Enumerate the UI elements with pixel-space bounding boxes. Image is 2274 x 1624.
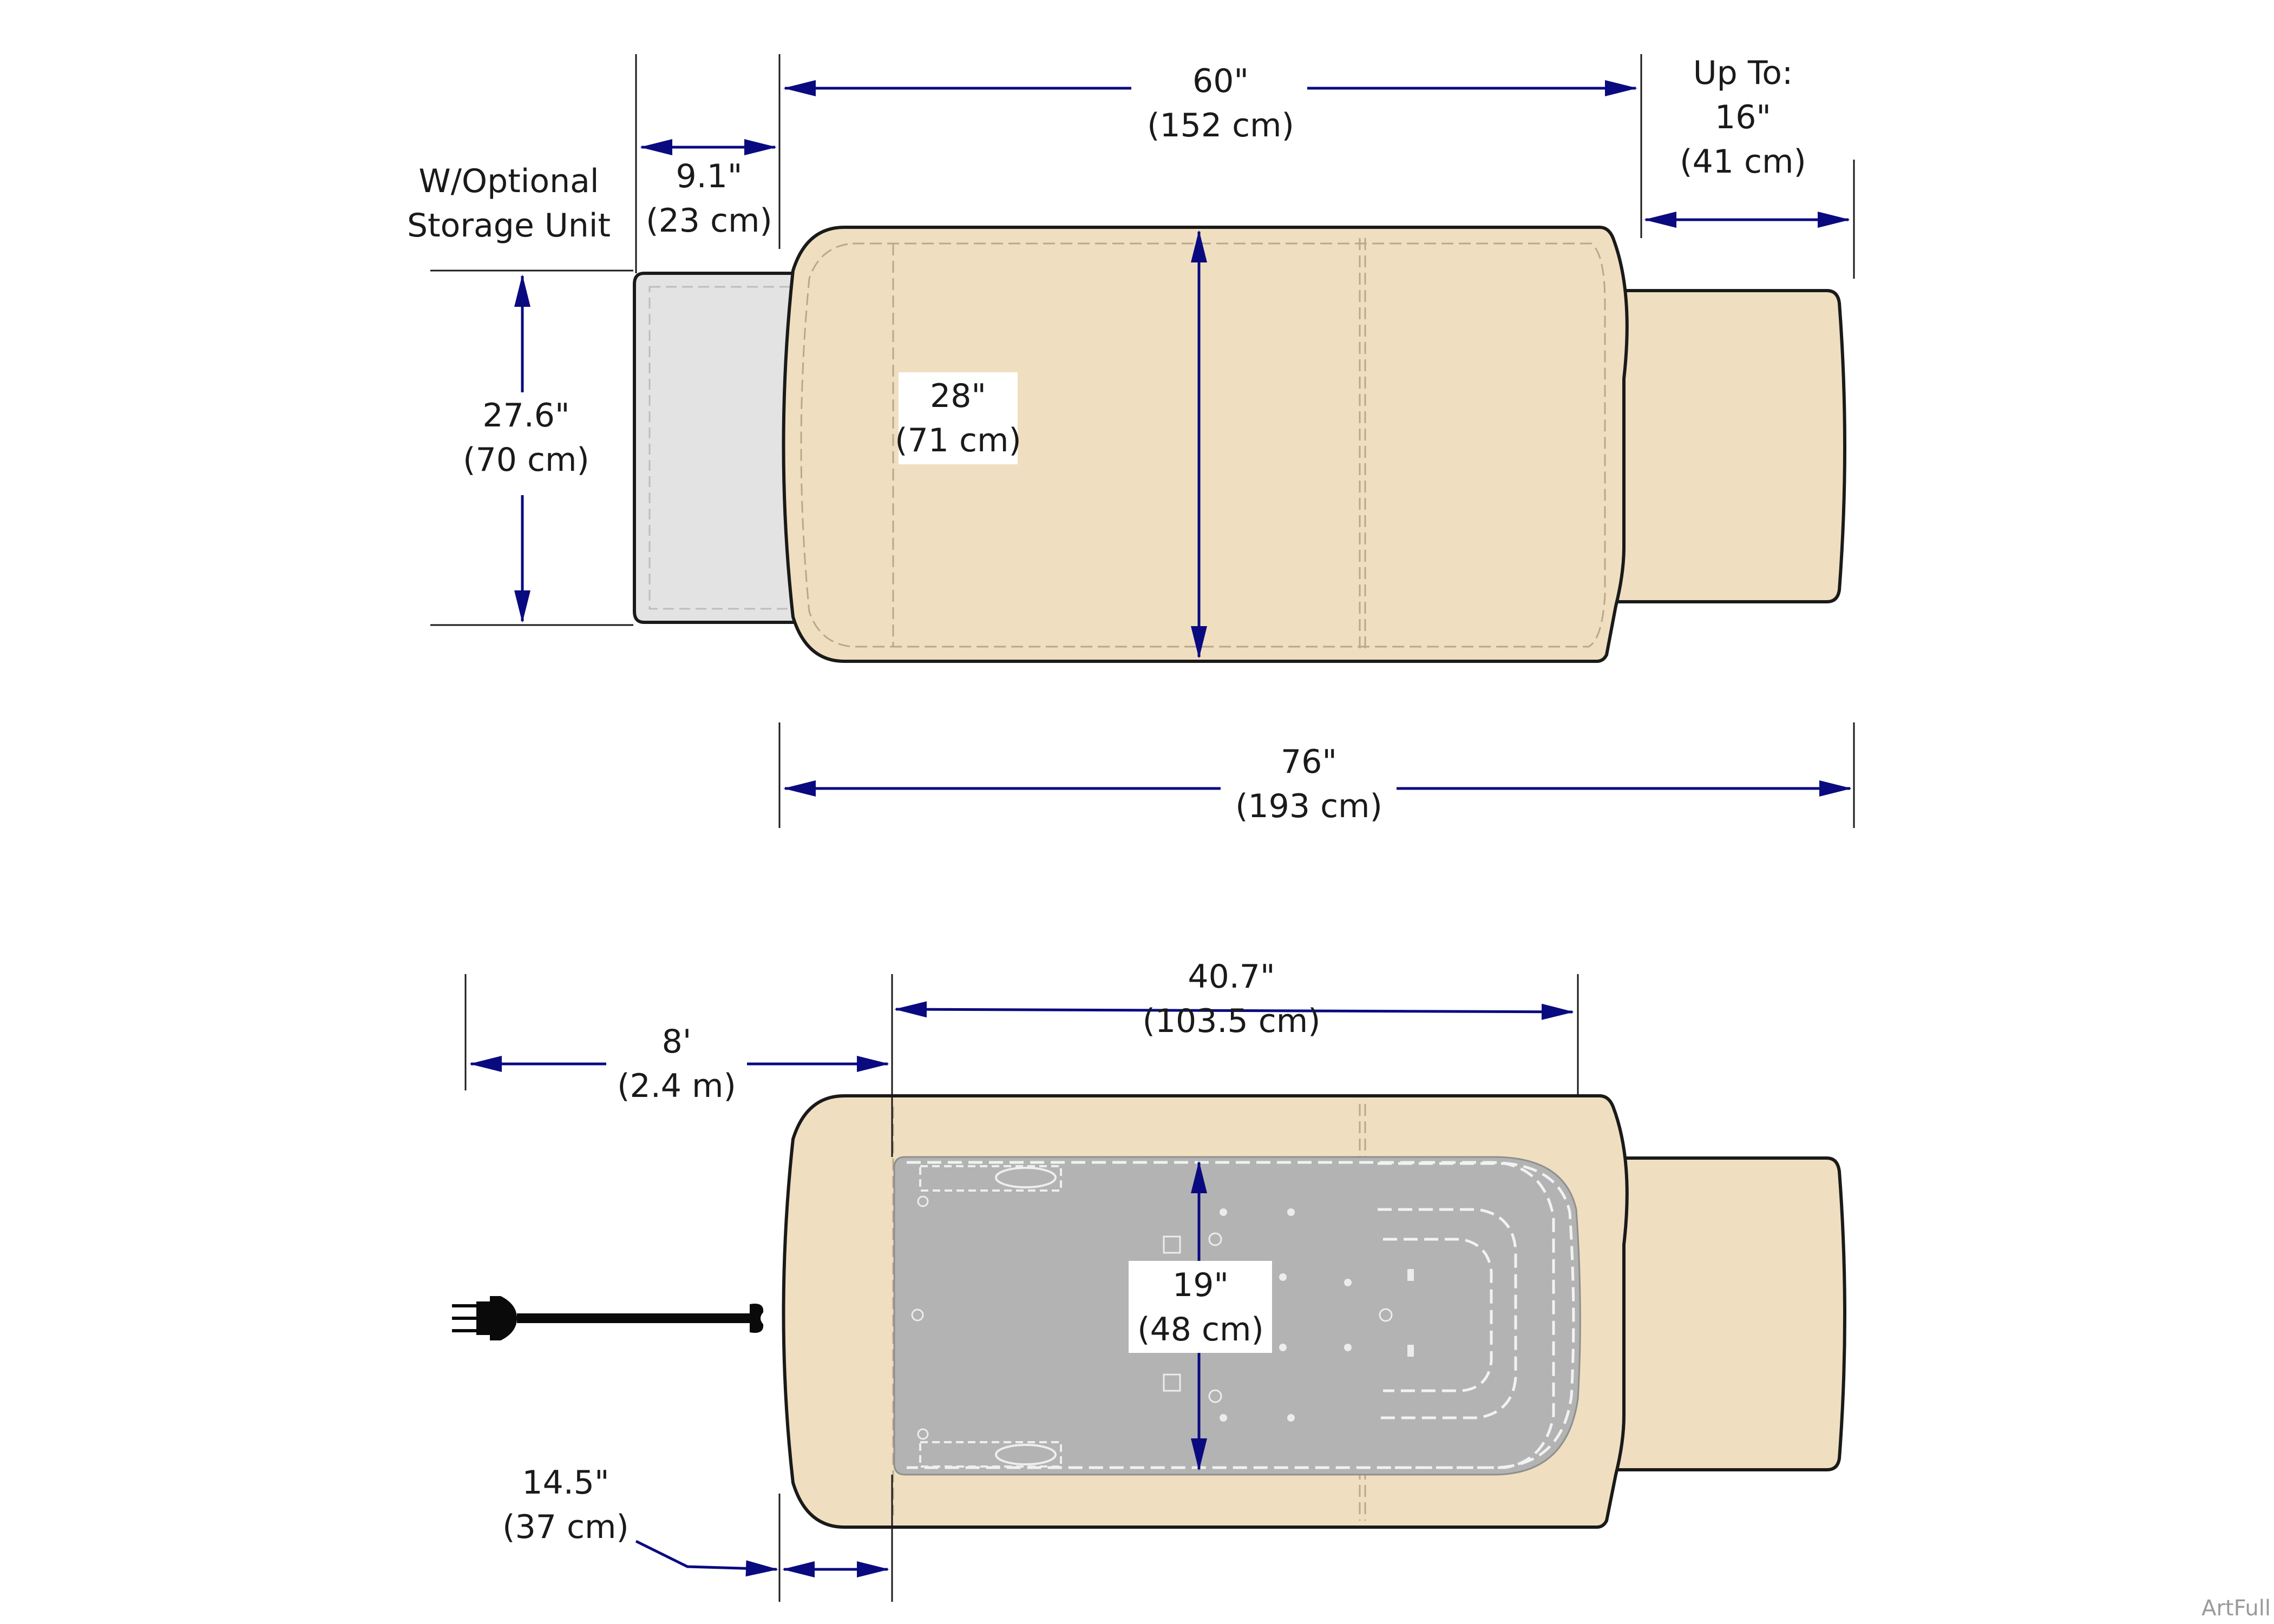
storage-unit [633, 272, 808, 624]
storage-width-in-label: 27.6" [482, 397, 569, 435]
base-length-in-label: 40.7" [1188, 958, 1275, 996]
bottom-extension-lines [464, 974, 1579, 1602]
table-width-in-label: 28" [930, 377, 986, 415]
table-width-cm-label: (71 cm) [895, 422, 1021, 459]
base-offset-leader [635, 1540, 778, 1577]
top-extension-lines [430, 54, 1855, 828]
base-length-dimension [894, 1001, 1574, 1020]
watermark: ArtFull [2201, 1596, 2271, 1621]
extension-cm-label: (41 cm) [1680, 143, 1806, 181]
base-width-cm-label: (48 cm) [1137, 1311, 1264, 1349]
storage-unit-caption-line1: W/Optional [418, 162, 599, 200]
power-plug-icon [452, 1296, 764, 1340]
storage-unit-body [633, 272, 808, 624]
base-length-cm-label: (103.5 cm) [1142, 1002, 1320, 1040]
storage-depth-cm-label: (23 cm) [646, 202, 772, 240]
top-view: 9.1" (23 cm) W/Optional Storage Unit 60"… [407, 54, 1855, 828]
overall-length-in-label: 76" [1281, 743, 1337, 781]
table-length-in-label: 60" [1192, 62, 1249, 100]
table-width-label-box [899, 372, 1018, 464]
leg-extension-bottom [1611, 1156, 1846, 1471]
table-length-cm-label: (152 cm) [1147, 107, 1294, 144]
base-offset-in-label: 14.5" [522, 1464, 609, 1502]
storage-width-cm-label: (70 cm) [463, 441, 589, 479]
overall-length-cm-label: (193 cm) [1235, 787, 1382, 825]
base-width-label-box [1129, 1261, 1272, 1353]
storage-depth-in-label: 9.1" [676, 157, 742, 195]
storage-unit-caption-line2: Storage Unit [407, 207, 611, 245]
bottom-view: 40.7" (103.5 cm) 8' (2.4 m) 19" (48 cm) … [452, 958, 1846, 1602]
cord-length-m-label: (2.4 m) [617, 1067, 736, 1105]
cord-length-ft-label: 8' [662, 1023, 692, 1061]
leg-extension [1611, 289, 1846, 603]
extension-in-label: 16" [1715, 98, 1771, 136]
extension-caption: Up To: [1693, 54, 1793, 92]
base-offset-cm-label: (37 cm) [502, 1508, 629, 1546]
base-width-in-label: 19" [1172, 1266, 1229, 1304]
